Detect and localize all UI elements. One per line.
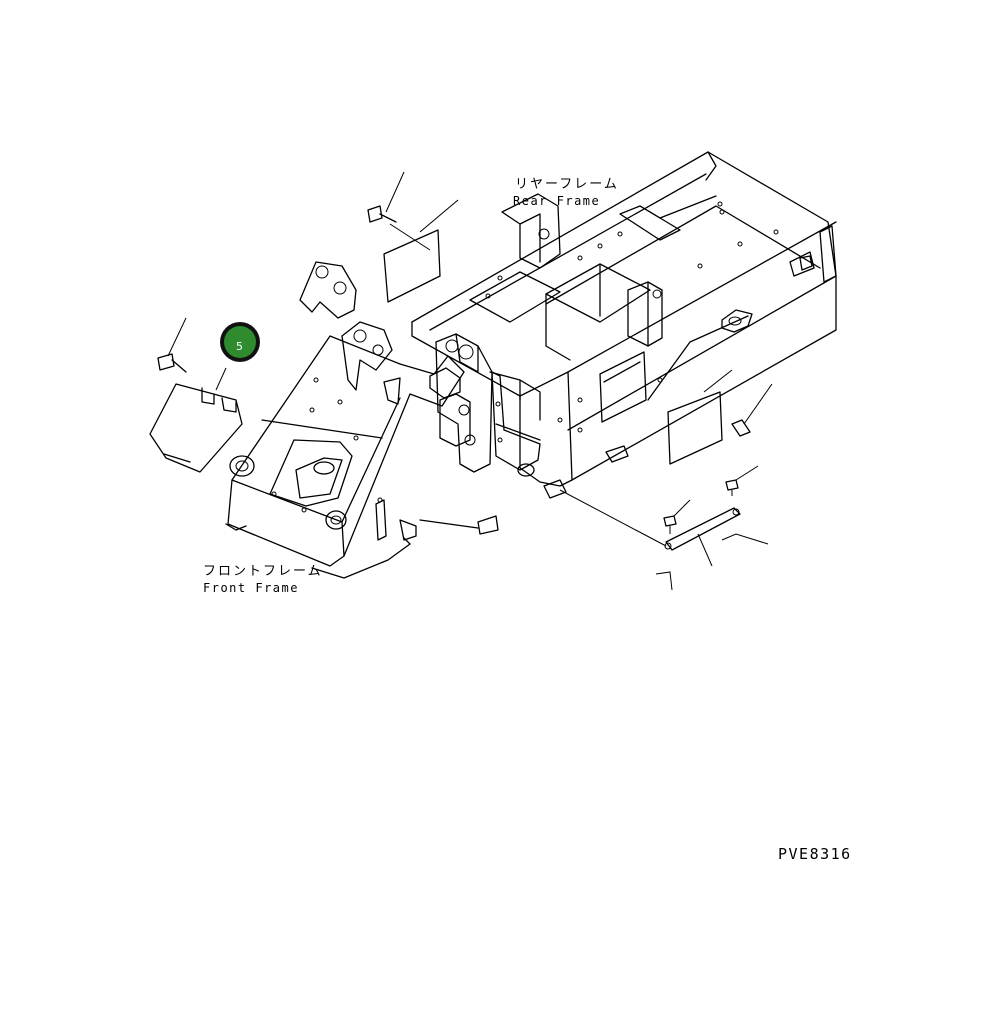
front-frame-holes bbox=[271, 377, 383, 513]
bolt-top bbox=[367, 171, 431, 251]
rear-frame-label-jp: リヤーフレーム bbox=[515, 177, 619, 192]
rear-frame-label-en: Rear Frame bbox=[513, 194, 600, 208]
front-frame bbox=[225, 261, 499, 579]
drawing-code: PVE8316 bbox=[778, 845, 852, 863]
callout-5[interactable]: 5 bbox=[220, 322, 260, 362]
lock-bar bbox=[559, 489, 769, 591]
bolt-front-cover bbox=[157, 317, 187, 373]
cover-plate-front bbox=[149, 383, 243, 473]
rear-frame bbox=[411, 151, 837, 499]
cover-plate-top bbox=[383, 199, 459, 303]
leader-line bbox=[215, 367, 227, 391]
bolt-rear bbox=[731, 383, 773, 437]
cover-plate-rear bbox=[667, 369, 733, 465]
callout-number: 5 bbox=[236, 340, 243, 353]
rear-frame-holes bbox=[485, 201, 779, 433]
bolt-bottom-2 bbox=[663, 499, 691, 534]
bolt-bottom-1 bbox=[725, 465, 759, 496]
front-frame-label-jp: フロントフレーム bbox=[203, 564, 323, 579]
center-hinge bbox=[435, 333, 541, 477]
front-frame-label-en: Front Frame bbox=[203, 581, 299, 595]
